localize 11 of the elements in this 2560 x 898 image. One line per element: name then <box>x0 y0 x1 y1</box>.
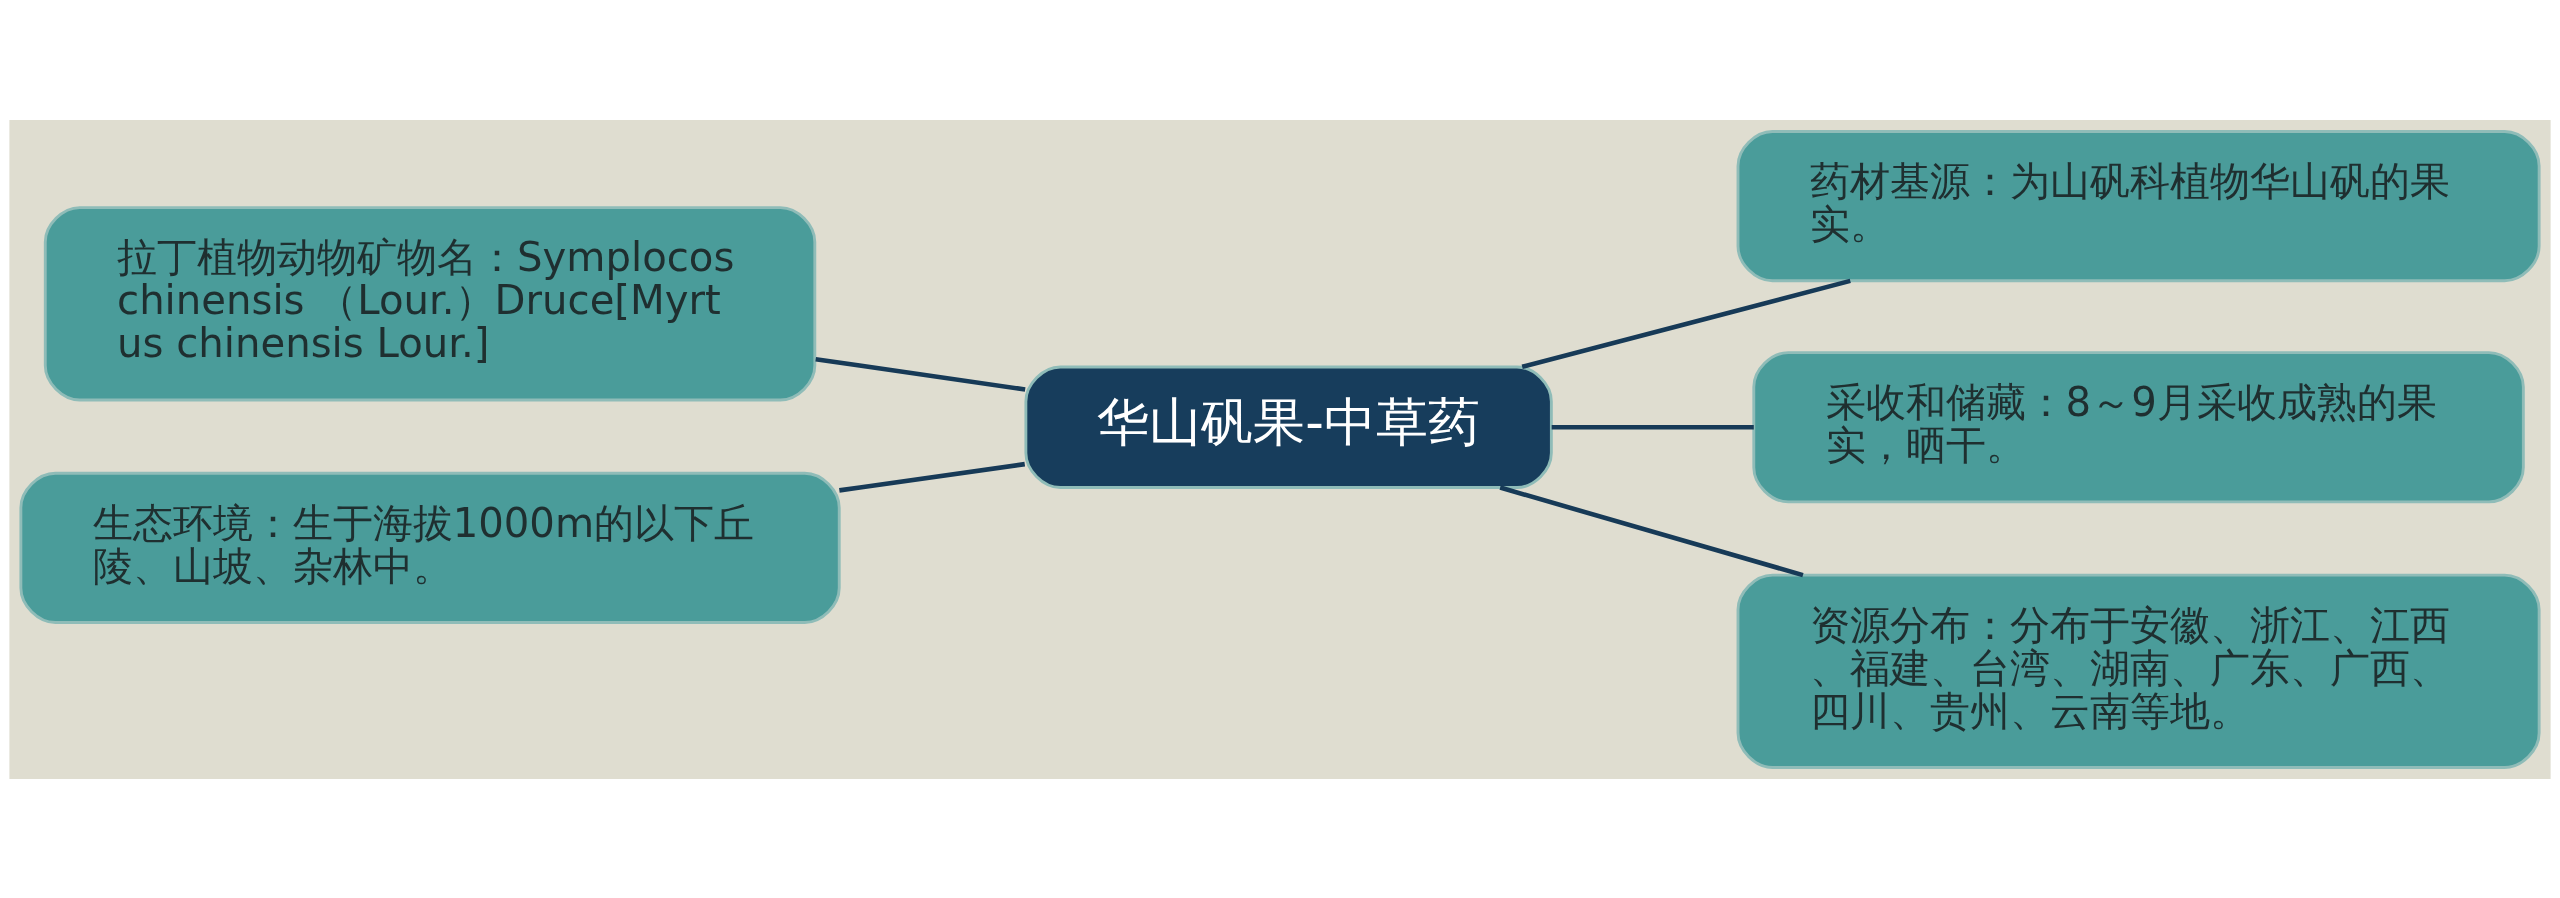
connector <box>839 461 1026 493</box>
connector <box>1499 484 1804 577</box>
node-box: 药材基源：为山矾科植物华山矾的果实。 <box>1736 129 2541 282</box>
node-box: 采收和储藏：8～9月采收成熟的果实，晒干。 <box>1752 350 2525 503</box>
connector <box>815 356 1026 392</box>
connector <box>1521 278 1851 369</box>
node-box: 资源分布：分布于安徽、浙江、江西、福建、台湾、湖南、广东、广西、四川、贵州、云南等地。 <box>1736 573 2541 769</box>
node-box: 生态环境：生于海拔1000m的以下丘陵、山坡、杂林中。 <box>19 471 841 624</box>
node-box: 华山矾果-中草药 <box>1024 365 1553 489</box>
connector <box>1551 424 1754 430</box>
node-box: 拉丁植物动物矿物名：Symplocos chinensis （Lour.）Druce[Myrtus chinensis Lour.] <box>43 205 817 401</box>
